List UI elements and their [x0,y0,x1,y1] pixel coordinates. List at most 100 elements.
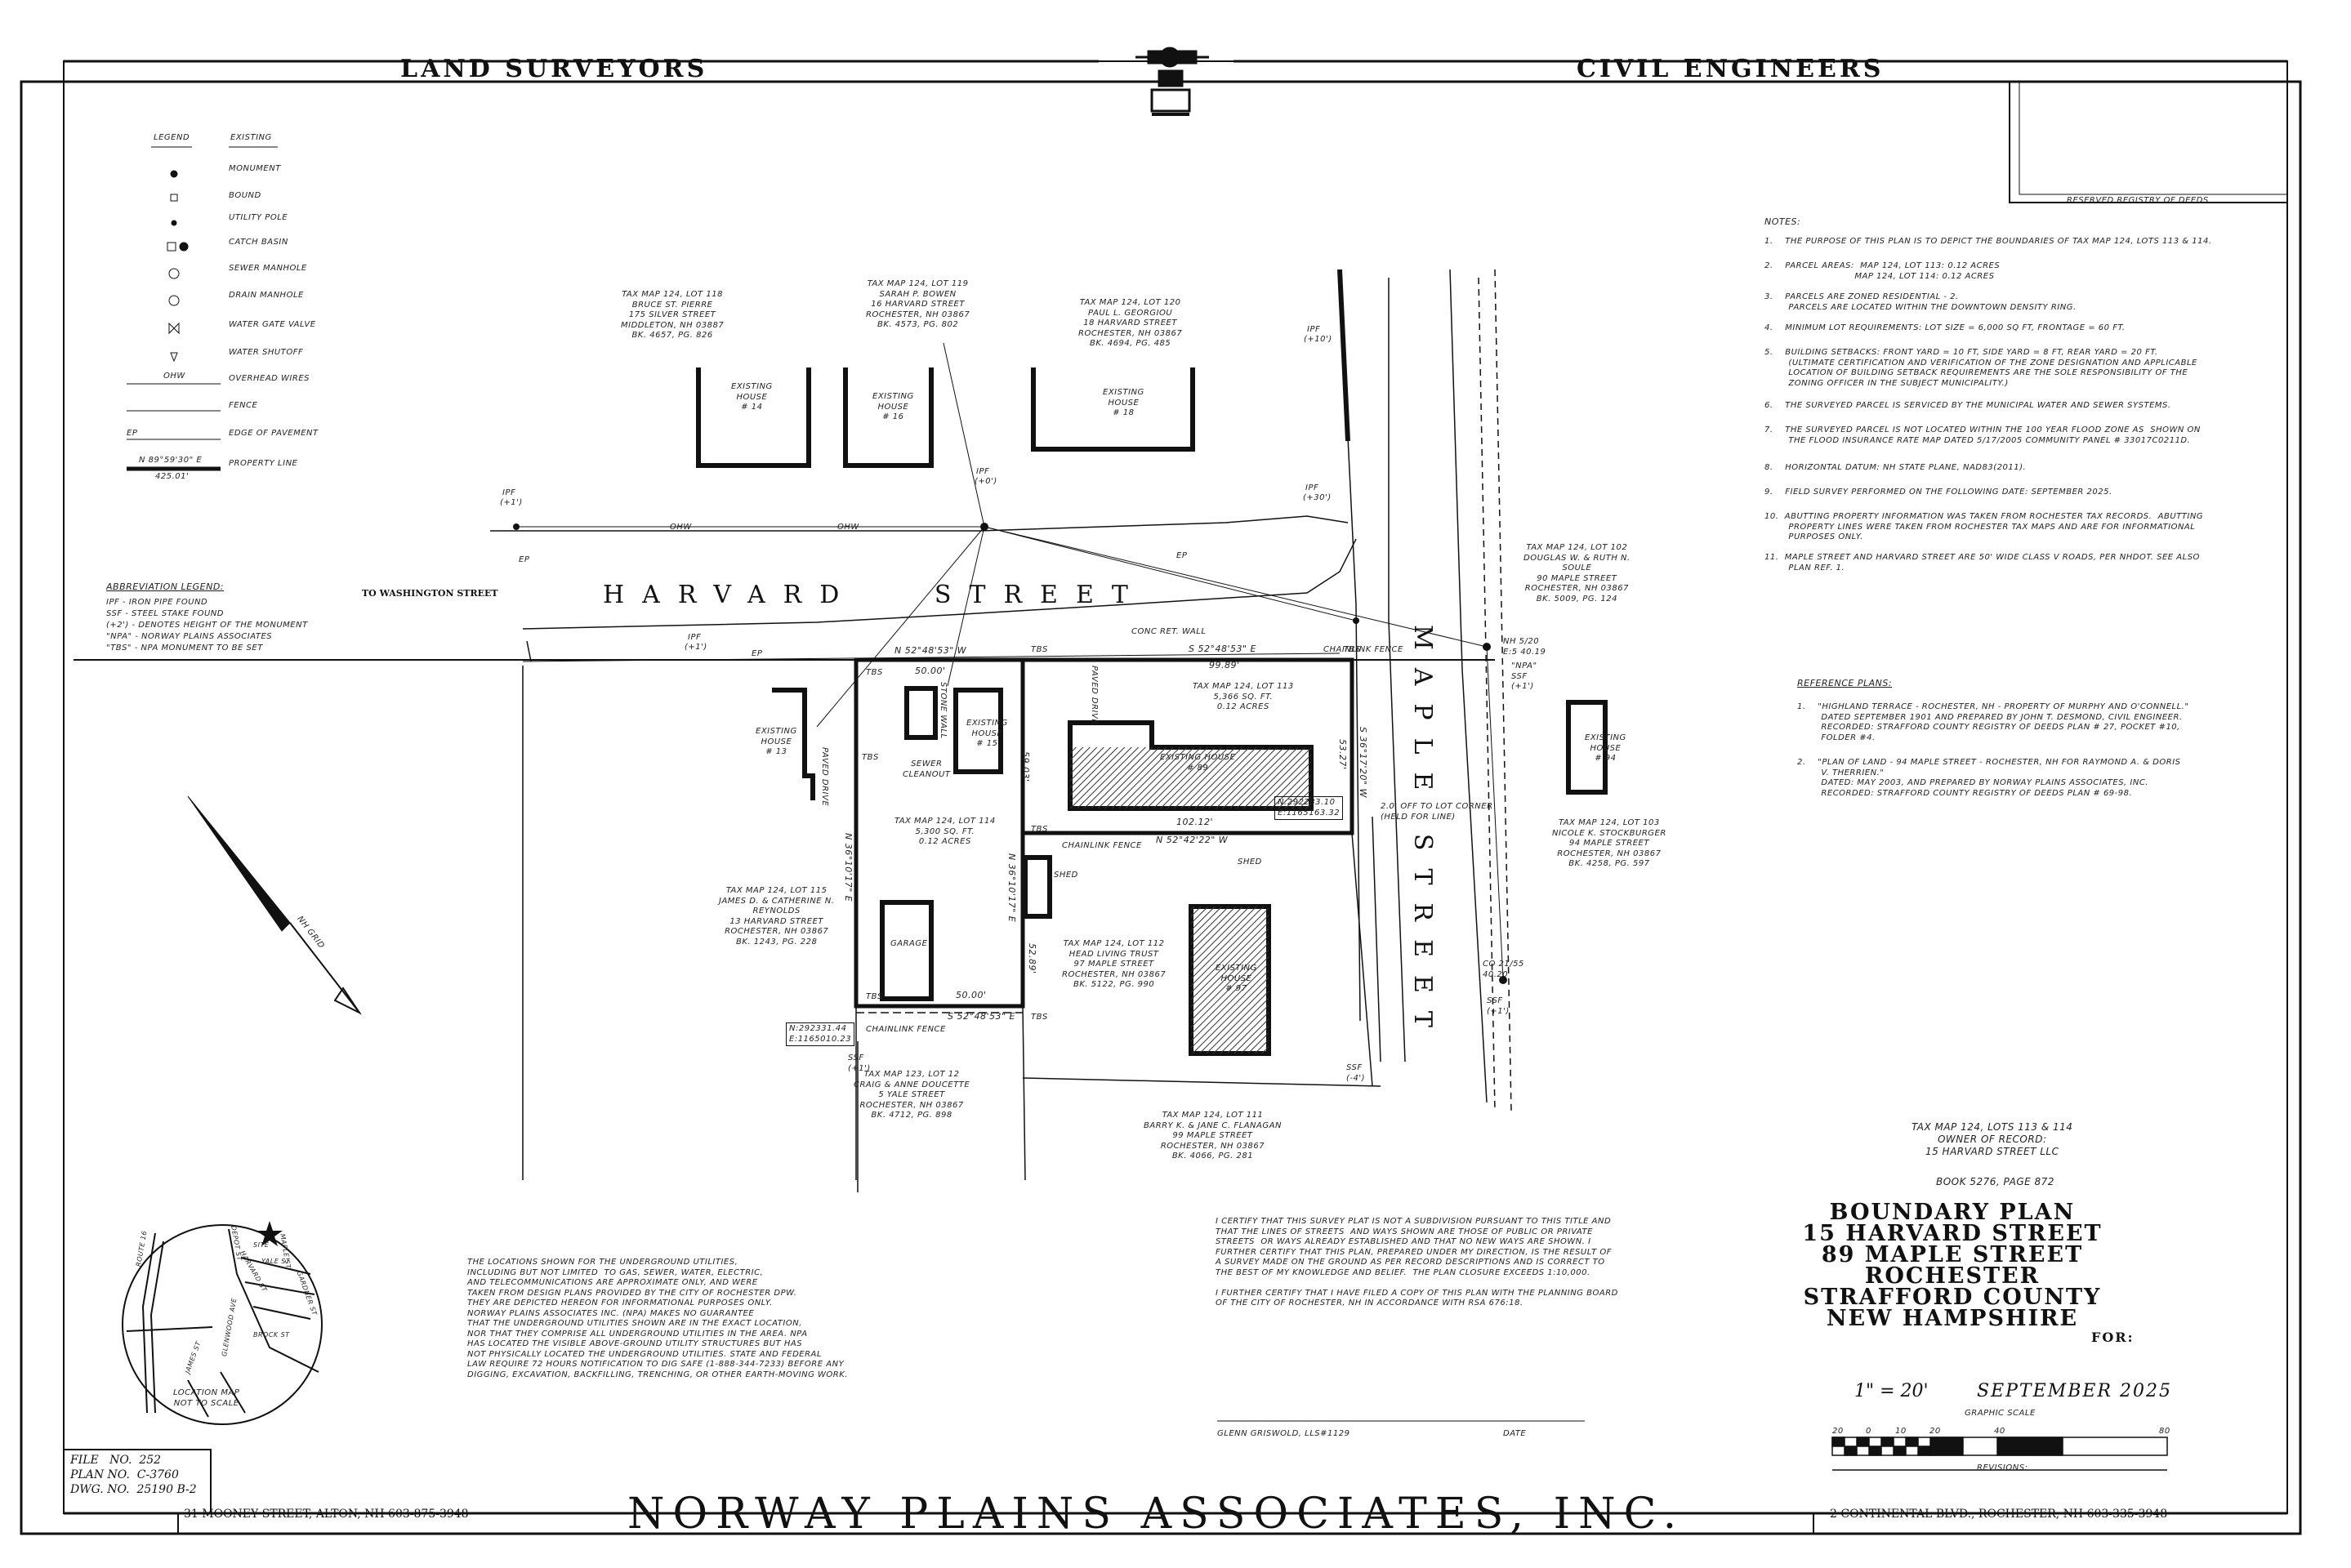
overhead-wires [515,342,1504,981]
scale-tick: 20 [1832,1427,1844,1436]
ssf-2: SSF (-4') [1346,1063,1366,1083]
chainlink-1: CHAINLINK FENCE [1062,841,1142,850]
nh-mon-2: CO 21/55 40.20 [1483,960,1524,979]
graphic-scale-label: GRAPHIC SCALE [1965,1409,2036,1418]
sewer-cleanout: SEWER CLEANOUT [903,760,951,779]
to-washington-label: TO WASHINGTON STREET [362,588,498,599]
loc-yale: YALE ST [261,1258,291,1265]
house-94: EXISTING HOUSE # 94 [1585,733,1626,763]
ohw-1: OHW [670,523,692,532]
reference-item: 2. "PLAN OF LAND - 94 MAPLE STREET - ROC… [1797,758,2181,798]
location-map [122,1224,323,1425]
lot-118: TAX MAP 124, LOT 118 BRUCE ST. PIERRE 17… [621,290,725,340]
bearing-8: N 36°10'17" E [843,833,854,902]
scale-tick: 10 [1895,1427,1907,1436]
bearing-11: 52.89' [1027,943,1037,974]
harvard-street-label: HARVARD STREET [603,581,1146,609]
note-item: 5. BUILDING SETBACKS: FRONT YARD = 10 FT… [1764,348,2197,388]
title-line: NEW HAMPSHIRE [1826,1306,2079,1331]
nh-mon-1: NH 5/20 E:5 40.19 [1503,637,1546,657]
ipf-1: IPF [502,488,516,497]
lot-102: TAX MAP 124, LOT 102 DOUGLAS W. & RUTH N… [1523,543,1631,604]
garage-label: GARAGE [890,939,928,948]
legend-item: BOUND [229,191,261,200]
header-right: CIVIL ENGINEERS [1577,55,1885,83]
house-13: EXISTING HOUSE # 13 [756,727,797,756]
ipf-5: IPF [688,633,702,642]
lot-112: TAX MAP 124, LOT 112 HEAD LIVING TRUST 9… [1062,939,1167,989]
title-line: 15 HARVARD STREET [1802,1221,2103,1246]
note-item: 9. FIELD SURVEY PERFORMED ON THE FOLLOWI… [1764,488,2112,497]
ipf-3: IPF [1307,325,1321,334]
ipf-1-h: (+1') [500,498,523,507]
notes-title: NOTES: [1764,216,1801,227]
ipf-5-h: (+1') [685,643,707,652]
file-no: FILE NO. 252 [70,1454,162,1467]
title-line: STRAFFORD COUNTY [1803,1285,2102,1310]
plan-date: SEPTEMBER 2025 [1977,1381,2172,1401]
title-line: BOUNDARY PLAN [1829,1200,2076,1225]
bearing-3: N 52°42'22" W [1156,835,1229,845]
legend-existing: EXISTING [230,133,272,142]
abbrev-line: IPF - IRON PIPE FOUND [106,598,208,607]
conc-wall: CONC RET. WALL [1131,627,1207,636]
chainlink-2: CHAINLINK FENCE [1323,645,1403,654]
offset-note: 2.0' OFF TO LOT CORNER (HELD FOR LINE) [1381,802,1493,822]
bearing-3-dist: 102.12' [1176,817,1214,827]
abbrev-line: "NPA" - NORWAY PLAINS ASSOCIATES [106,632,273,641]
paved-drive-1: PAVED DRIVE [820,747,829,807]
reference-item: 1. "HIGHLAND TERRACE - ROCHESTER, NH - P… [1797,702,2189,742]
stone-wall: STONE WALL [939,682,948,739]
utility-note: THE LOCATIONS SHOWN FOR THE UNDERGROUND … [467,1258,848,1379]
lot-119: TAX MAP 124, LOT 119 SARAH P. BOWEN 16 H… [866,279,970,329]
coord-1: N:292283.10 E:1165163.32 [1274,796,1344,820]
ipf-2: IPF [976,467,990,476]
note-item: 4. MINIMUM LOT REQUIREMENTS: LOT SIZE = … [1764,323,2126,332]
ref-title: REFERENCE PLANS: [1797,678,1893,688]
lot-113: TAX MAP 124, LOT 113 5,366 SQ. FT. 0.12 … [1193,682,1294,711]
legend-item: WATER GATE VALVE [229,320,316,329]
theodolite-logo [1135,47,1209,116]
title-line: 89 MAPLE STREET [1821,1242,2084,1267]
abbrev-line: "TBS" - NPA MONUMENT TO BE SET [106,644,263,653]
abbrev-line: SSF - STEEL STAKE FOUND [106,609,224,618]
coord-2: N:292331.44 E:1165010.23 [786,1022,855,1046]
ep-3: EP [1176,551,1188,560]
bearing-7: S 36°17'20" W [1358,727,1368,798]
lot-111: TAX MAP 124, LOT 111 BARRY K. & JANE C. … [1144,1111,1282,1160]
house-97: EXISTING HOUSE # 97 [1216,964,1257,993]
site-star-icon [257,1221,283,1246]
reserved-registry: RESERVED REGISTRY OF DEEDS [2067,196,2209,205]
legend-item: CATCH BASIN [229,238,288,247]
bearing-1-dist: 50.00' [915,666,946,676]
surveyor-signature: GLENN GRISWOLD, LLS#1129 [1217,1429,1350,1438]
location-map-title: LOCATION MAP NOT TO SCALE [173,1388,240,1408]
bearing-2-dist: 99.89' [1209,660,1240,670]
tbs-1: TBS [866,668,883,677]
tbs-2: TBS [1031,645,1048,654]
note-item: 6. THE SURVEYED PARCEL IS SERVICED BY TH… [1764,401,2171,410]
bearing-10: N 36°10'17" E [1006,853,1017,923]
legend-item: MONUMENT [229,164,281,173]
scale-tick: 20 [1929,1427,1941,1436]
bearing-4-dist: 50.00' [956,990,987,1000]
tbs-7: TBS [1031,1013,1048,1022]
npa-ssf: "NPA" SSF (+1') [1511,662,1537,691]
owner-block: TAX MAP 124, LOTS 113 & 114 OWNER OF REC… [1912,1121,2073,1157]
bearing-2: S 52°48'53" E [1189,644,1257,654]
legend-item: OVERHEAD WIRES [229,374,310,383]
legend-item: UTILITY POLE [229,213,288,222]
header-left: LAND SURVEYORS [400,55,708,83]
footer-right: 2 CONTINENTAL BLVD., ROCHESTER, NH 603-3… [1830,1508,2168,1521]
note-item: 8. HORIZONTAL DATUM: NH STATE PLANE, NAD… [1764,463,2027,472]
plan-no: PLAN NO. C-3760 [70,1468,179,1481]
bearing-1: N 52°48'53" W [894,645,967,656]
legend-item: PROPERTY LINE [229,459,298,468]
legend-header: LEGEND [154,133,190,142]
loc-site: SITE [253,1241,270,1249]
north-arrow-icon [187,795,362,1015]
scale-tick: 40 [1994,1427,2005,1436]
revisions-label: REVISIONS: [1977,1463,2028,1472]
tbs-4: TBS [862,753,879,762]
house-18: EXISTING HOUSE # 18 [1103,388,1144,417]
